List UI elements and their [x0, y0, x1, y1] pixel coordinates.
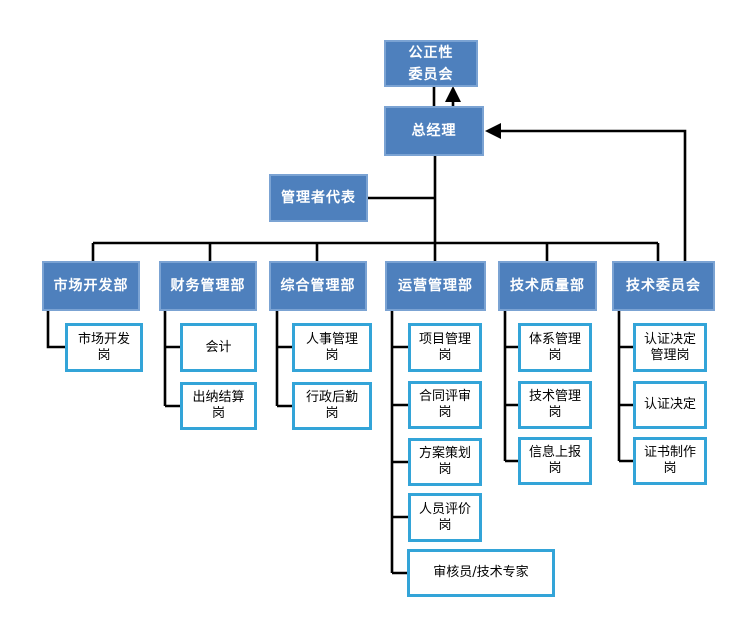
node-management-representative: 管理者代表 — [269, 174, 368, 222]
node-post-market-development: 市场开发 岗 — [65, 323, 143, 372]
stub-market — [46, 311, 65, 349]
node-post-certificate-production: 证书制作 岗 — [633, 437, 707, 485]
node-post-accountant: 会计 — [180, 323, 257, 372]
node-dept-market-development: 市场开发部 — [42, 261, 140, 311]
node-post-admin-logistics: 行政后勤 岗 — [292, 382, 372, 430]
node-dept-operations-management: 运营管理部 — [385, 261, 486, 311]
node-post-auditor-expert: 审核员/技术专家 — [407, 549, 555, 597]
node-post-contract-review: 合同评审 岗 — [408, 381, 482, 429]
node-impartiality-committee: 公正性 委员会 — [384, 40, 478, 87]
arrowhead-left-icon — [485, 123, 501, 139]
stub-techcommittee — [617, 311, 633, 463]
node-general-manager: 总经理 — [384, 106, 484, 156]
node-post-plan-strategy: 方案策划 岗 — [408, 438, 482, 486]
node-dept-tech-quality: 技术质量部 — [498, 261, 597, 311]
stub-techquality — [503, 311, 518, 463]
node-dept-finance-management: 财务管理部 — [159, 261, 257, 311]
node-post-cashier-settlement: 出纳结算 岗 — [180, 382, 257, 430]
node-post-info-reporting: 信息上报 岗 — [518, 437, 592, 485]
line-feedback — [500, 129, 687, 261]
node-post-cert-decision-management: 认证决定 管理岗 — [633, 323, 707, 372]
arrowhead-up-icon — [445, 86, 461, 102]
node-post-system-management: 体系管理 岗 — [518, 323, 592, 372]
stub-general — [275, 311, 292, 408]
node-post-hr-management: 人事管理 岗 — [292, 323, 372, 372]
node-post-cert-decision: 认证决定 — [633, 381, 707, 429]
node-post-project-management: 项目管理 岗 — [408, 323, 482, 372]
node-post-personnel-evaluation: 人员评价 岗 — [408, 493, 482, 542]
node-dept-tech-committee: 技术委员会 — [612, 261, 715, 311]
node-dept-general-management: 综合管理部 — [269, 261, 367, 311]
stub-finance — [163, 311, 180, 408]
node-post-tech-management: 技术管理 岗 — [518, 381, 592, 429]
stub-operations — [390, 311, 408, 575]
